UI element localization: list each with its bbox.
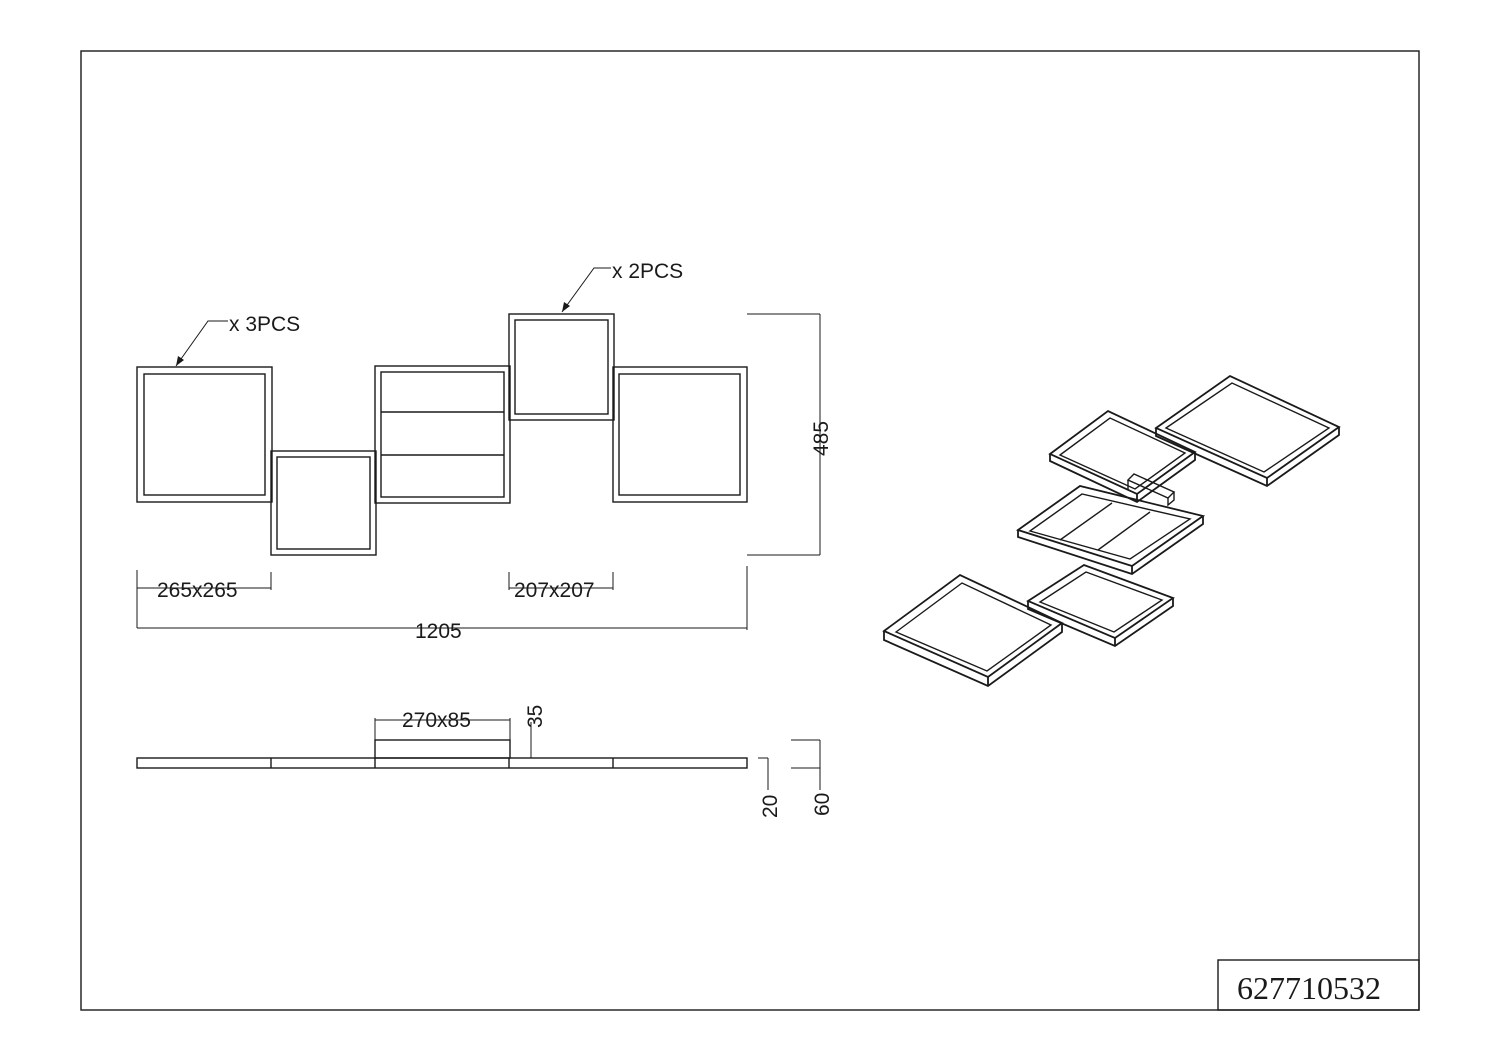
- side-panel-strip: [136, 757, 748, 769]
- iso-large-panel-lower: [882, 573, 1064, 688]
- dim-line-large-panel: [136, 570, 272, 628]
- dim-small-panel-size: 207x207: [514, 579, 595, 602]
- iso-center-panel: [1016, 485, 1206, 575]
- callout-large-leader: [175, 320, 228, 367]
- isometric-view: [882, 374, 1341, 688]
- title-block: [1217, 959, 1420, 1011]
- small-panel-upper: [508, 313, 615, 421]
- large-panel-right: [612, 366, 748, 503]
- dim-line-panel-thickness: [758, 757, 769, 790]
- dim-canopy-offset: 35: [524, 705, 547, 728]
- dim-large-panel-size: 265x265: [157, 579, 238, 602]
- dim-line-total-height: [791, 739, 821, 790]
- canopy-panel-center: [374, 365, 511, 504]
- dim-overall-width: 1205: [415, 620, 462, 643]
- callout-small-leader: [561, 267, 611, 313]
- dim-total-height: 60: [811, 793, 834, 816]
- dim-overall-height: 485: [810, 421, 833, 456]
- callout-large-qty: x 3PCS: [229, 313, 300, 336]
- dim-line-canopy-offset: [510, 722, 532, 759]
- dim-line-overall-width: [137, 566, 748, 630]
- iso-small-panel-upper: [1048, 409, 1197, 504]
- product-code: 627710532: [1237, 970, 1381, 1006]
- iso-large-panel-upper: [1154, 374, 1341, 488]
- front-view: x 3PCS x 2PCS 265x265 207x207 1205: [136, 260, 833, 643]
- callout-small-qty: x 2PCS: [612, 260, 683, 283]
- side-canopy: [374, 739, 511, 759]
- small-panel-lower: [270, 450, 377, 556]
- large-panel-left: [136, 366, 273, 503]
- dim-line-small-panel: [508, 572, 614, 590]
- dim-line-overall-height: [747, 313, 821, 556]
- dim-line-canopy: [374, 718, 511, 740]
- iso-small-panel-lower: [1026, 563, 1175, 648]
- drawing-border: [80, 50, 1420, 1011]
- dim-panel-thickness: 20: [759, 795, 782, 818]
- iso-canopy: [1126, 473, 1176, 507]
- side-view: 270x85 35 20 60: [136, 705, 834, 818]
- dim-canopy-size: 270x85: [402, 709, 471, 732]
